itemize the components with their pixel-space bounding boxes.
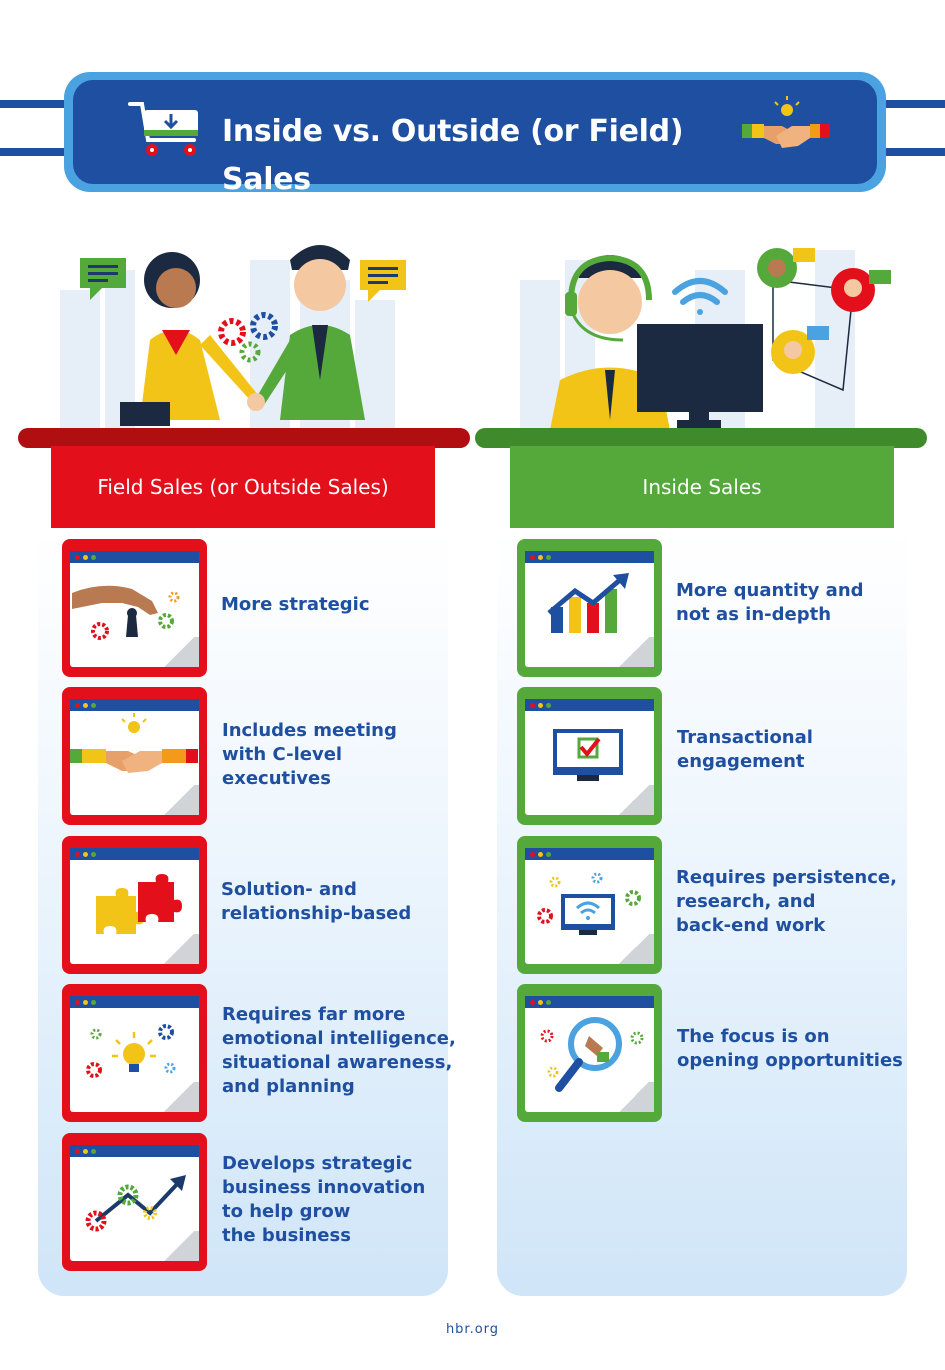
field-sales-banner: Field Sales (or Outside Sales) (51, 446, 435, 528)
inside-item-2-text: Transactional engagement (677, 727, 813, 772)
page-title: Inside vs. Outside (or Field) Sales (222, 114, 684, 197)
field-item-2-text: Includes meeting with C-level executives (222, 720, 397, 789)
contacts-network (757, 248, 891, 392)
wifi-icon (672, 278, 728, 315)
salesman (247, 245, 365, 420)
growth-arrow-icon (85, 1175, 186, 1232)
inside-item-1-text: More quantity and not as in-depth (676, 580, 864, 625)
shopping-cart-icon (128, 102, 198, 156)
inside-item-4-text: The focus is on opening opportunities (677, 1026, 903, 1071)
monitor-check-icon (553, 729, 623, 781)
bar-chart-icon (547, 573, 629, 633)
footer-source: hbr.org (445, 1322, 500, 1337)
inside-item-3-text: Requires persistence, research, and back… (676, 867, 897, 936)
header-stripe-left-top (0, 100, 70, 108)
inside-card-4 (517, 984, 662, 1122)
chat-bubble-icon-yellow (360, 260, 406, 302)
field-item-3-text: Solution- and relationship-based (221, 879, 412, 924)
field-card-2 (62, 687, 207, 825)
field-card-3 (62, 836, 207, 974)
field-sales-illustration (60, 245, 406, 430)
handshake-icon (70, 713, 198, 773)
field-card-1 (62, 539, 207, 677)
chess-hand-icon (72, 585, 180, 640)
inside-sales-banner: Inside Sales (510, 446, 894, 528)
computer-monitor (637, 324, 763, 428)
inside-sales-illustration (520, 248, 891, 430)
field-card-4 (62, 984, 207, 1122)
field-item-4-text: Requires far more emotional intelligence… (222, 1004, 456, 1097)
wifi-monitor-icon (537, 872, 641, 935)
field-item-5-text: Develops strategic business innovation t… (222, 1153, 426, 1246)
header-stripe-right-bottom (880, 148, 945, 156)
gears-icon (218, 312, 278, 363)
field-item-1-text: More strategic (221, 594, 370, 615)
inside-card-2 (517, 687, 662, 825)
inside-card-3 (517, 836, 662, 974)
lightbulb-icon (86, 1024, 176, 1078)
saleswoman (120, 252, 258, 426)
field-desk-top (18, 428, 470, 448)
header-stripe-left-bottom (0, 148, 70, 156)
header-stripe-right-top (880, 100, 945, 108)
handshake-icon (742, 96, 830, 148)
inside-desk-top (475, 428, 927, 448)
puzzle-icon (96, 874, 182, 934)
inside-card-1 (517, 539, 662, 677)
chat-bubble-icon-green (80, 258, 126, 300)
field-card-5 (62, 1133, 207, 1271)
magnifier-icon (540, 1017, 644, 1092)
